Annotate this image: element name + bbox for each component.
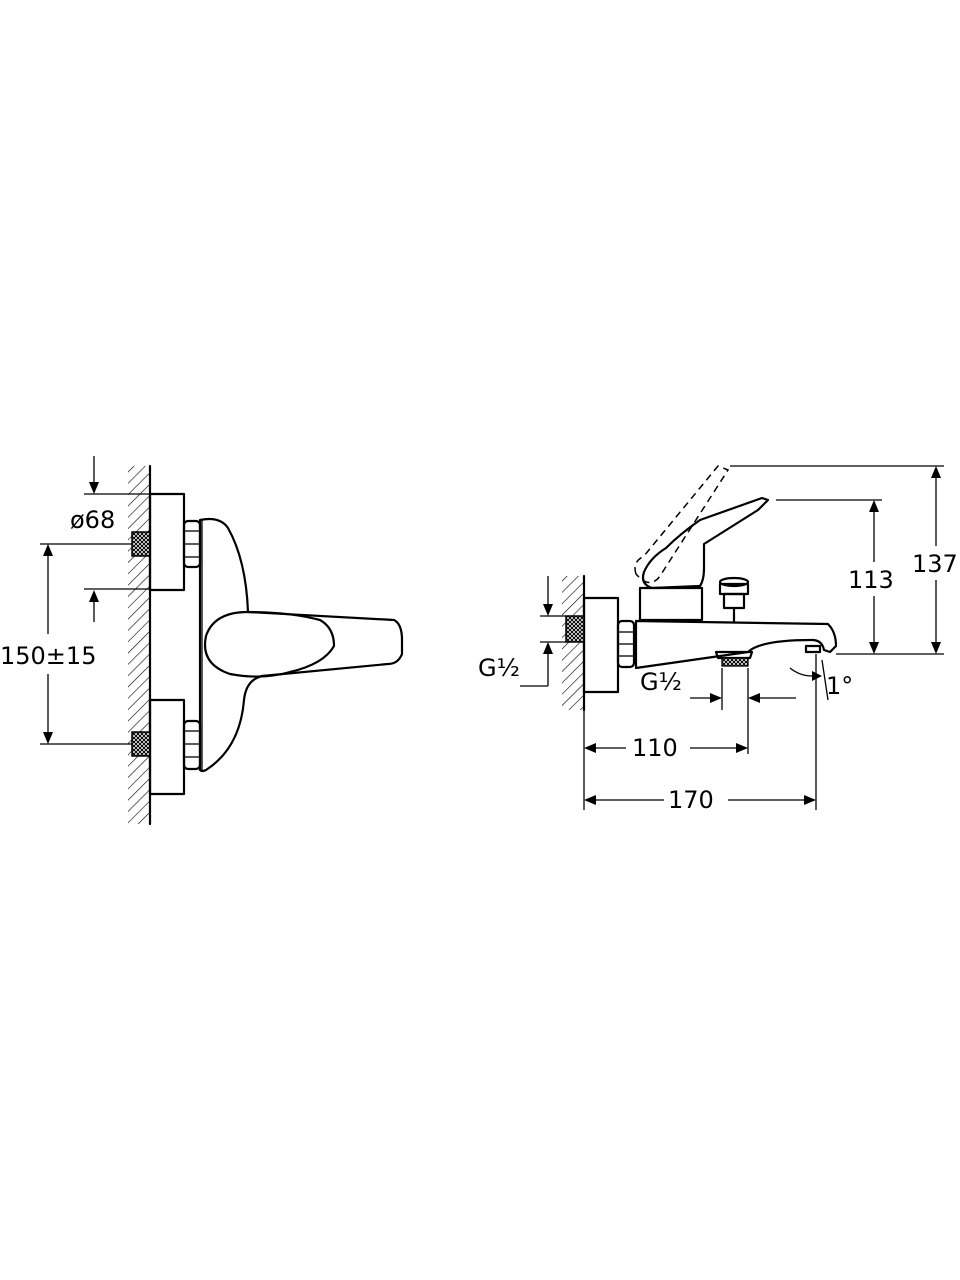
dim-outlet-distance: 110 (583, 710, 748, 810)
front-view: ø68 150±15 (0, 456, 404, 826)
wall-hatch-front (128, 466, 150, 824)
total-height-label: 137 (912, 550, 958, 578)
lower-thread (131, 731, 151, 757)
dim-flange-diameter: ø68 (70, 456, 150, 622)
upper-inlet (131, 492, 202, 592)
dim-lever-height: 113 (776, 499, 894, 654)
mixer-body-side (634, 619, 838, 670)
outlet-thread-label: G½ (640, 668, 682, 696)
mixer-body-front (198, 517, 404, 773)
diverter-knob (718, 576, 750, 623)
lever-height-label: 113 (848, 566, 894, 594)
spout-angle-label: 1° (826, 672, 853, 700)
lever-knob-front (203, 610, 336, 678)
upper-thread (131, 531, 151, 557)
inlet-spacing-label: 150±15 (0, 642, 96, 670)
dim-spout-angle: 1° (789, 659, 853, 701)
lever-raised-dashed (634, 465, 730, 584)
flange-diameter-label: ø68 (70, 506, 115, 534)
dim-total-height: 137 (730, 465, 958, 655)
dim-inlet-spacing: 150±15 (0, 543, 132, 745)
dim-total-length: 170 (584, 654, 817, 814)
wall-inlet-thread-label: G½ (478, 654, 520, 682)
wall-hatch-side (562, 576, 584, 710)
lever-side (641, 496, 770, 590)
outlet-distance-label: 110 (632, 734, 678, 762)
dim-wall-inlet-thread: G½ (478, 576, 566, 687)
side-view: 113 137 G½ (478, 465, 958, 814)
dim-outlet-thread: G½ (640, 668, 796, 754)
side-inlet-thread (565, 615, 585, 643)
total-length-label: 170 (668, 786, 714, 814)
